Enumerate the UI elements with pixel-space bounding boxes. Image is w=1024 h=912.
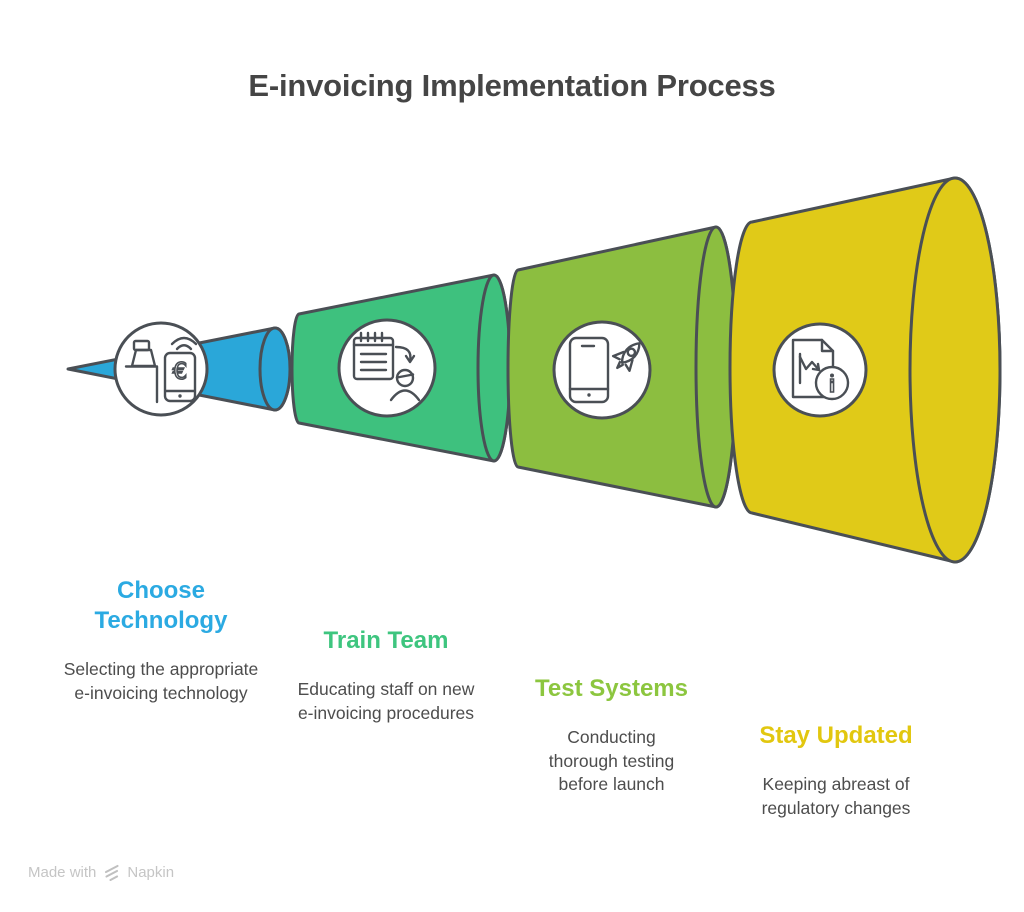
step-label-stay-updated: Stay Updated Keeping abreast of regulato… <box>738 721 934 820</box>
step-description: Conducting thorough testing before launc… <box>548 727 675 794</box>
watermark: Made with Napkin <box>28 864 174 881</box>
step-description: Keeping abreast of regulatory changes <box>761 774 911 818</box>
phone-rocket-launch-icon <box>552 320 652 420</box>
step-heading: Stay Updated <box>759 722 913 749</box>
step-heading: Choose Technology <box>94 577 228 634</box>
step-heading: Train Team <box>323 627 449 654</box>
step-label-train-team: Train Team Educating staff on new e-invo… <box>296 626 476 725</box>
step-label-test-systems: Test Systems Conducting thorough testing… <box>534 674 689 797</box>
step-description: Selecting the appropriate e-invoicing te… <box>63 659 259 703</box>
watermark-brand: Napkin <box>127 864 175 881</box>
step-label-choose-technology: Choose Technology Selecting the appropri… <box>63 576 259 705</box>
step-heading: Test Systems <box>535 675 688 702</box>
euro-glyph: € <box>173 359 188 385</box>
step-description: Educating staff on new e-invoicing proce… <box>297 679 475 723</box>
info-glyph: i <box>829 377 835 397</box>
page-title: E-invoicing Implementation Process <box>248 68 776 103</box>
cash-register-phone-euro-icon: € <box>113 321 209 417</box>
watermark-prefix: Made with <box>28 864 97 881</box>
napkin-logo-icon <box>105 864 119 881</box>
training-checklist-person-icon <box>337 318 437 418</box>
report-info-icon: i <box>772 322 868 418</box>
